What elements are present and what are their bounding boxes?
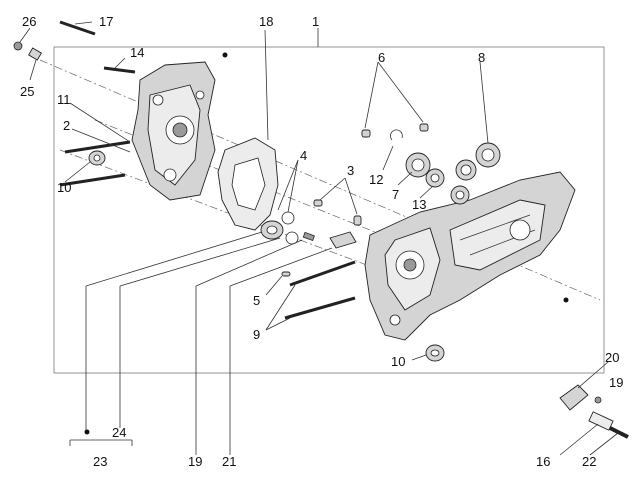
label-25: 25 xyxy=(20,84,34,99)
studs xyxy=(281,260,356,320)
reference-dot-3 xyxy=(84,429,90,435)
label-14: 14 xyxy=(130,45,144,60)
bearings xyxy=(390,129,501,205)
assembly-frame xyxy=(53,46,605,374)
label-13: 13 xyxy=(412,197,426,212)
label-21: 21 xyxy=(222,454,236,469)
right-crankcase-half xyxy=(364,171,576,341)
lower-right-parts xyxy=(559,384,629,439)
label-7: 7 xyxy=(392,187,399,202)
axis-line-b xyxy=(94,119,421,251)
label-17: 17 xyxy=(99,14,113,29)
bolts-left xyxy=(13,20,136,187)
label-20: 20 xyxy=(605,350,619,365)
dowel-pins xyxy=(361,123,429,138)
label-10-left: 10 xyxy=(57,180,71,195)
label-16: 16 xyxy=(536,454,550,469)
leader-lines xyxy=(19,21,619,456)
bushings xyxy=(88,150,445,362)
label-1: 1 xyxy=(312,14,319,29)
label-22: 22 xyxy=(582,454,596,469)
label-18: 18 xyxy=(259,14,273,29)
label-6: 6 xyxy=(378,50,385,65)
label-10-right: 10 xyxy=(391,354,405,369)
label-12: 12 xyxy=(369,172,383,187)
reference-dot-1 xyxy=(222,52,228,58)
label-5: 5 xyxy=(253,293,260,308)
crankcase-gasket xyxy=(217,137,279,231)
label-8: 8 xyxy=(478,50,485,65)
left-crankcase-half xyxy=(131,61,216,201)
label-2: 2 xyxy=(63,118,70,133)
seal-and-bushings xyxy=(260,199,362,249)
label-4: 4 xyxy=(300,148,307,163)
label-23: 23 xyxy=(93,454,107,469)
label-19-bottom: 19 xyxy=(188,454,202,469)
label-3: 3 xyxy=(347,163,354,178)
label-19-right: 19 xyxy=(609,375,623,390)
label-26: 26 xyxy=(22,14,36,29)
label-11: 11 xyxy=(57,92,71,107)
reference-dot-2 xyxy=(563,297,569,303)
label-9: 9 xyxy=(253,327,260,342)
part-labels: 26 25 17 14 11 2 10 18 1 6 8 4 3 12 7 13… xyxy=(20,14,623,469)
label-24: 24 xyxy=(112,425,126,440)
